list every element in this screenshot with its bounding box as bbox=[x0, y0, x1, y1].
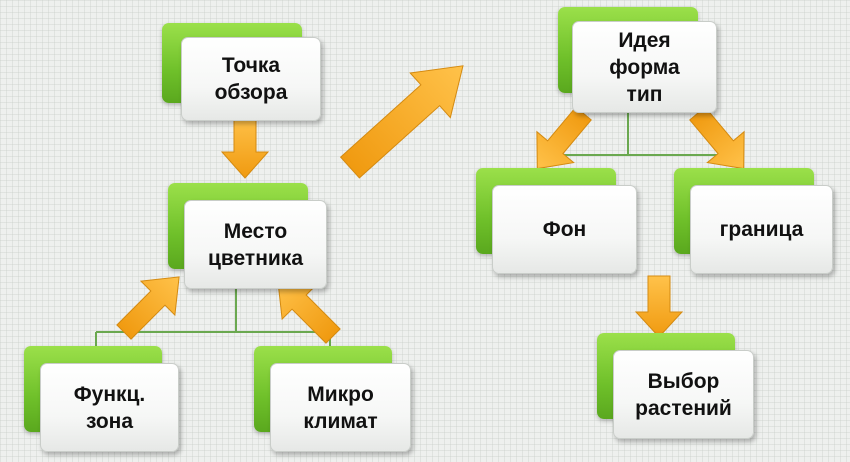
node-card: Место цветника bbox=[184, 200, 327, 289]
node-card: граница bbox=[690, 185, 833, 274]
node-card: Выбор растений bbox=[613, 350, 754, 439]
node-flowerbed-place: Место цветника bbox=[168, 183, 328, 289]
connector-left-tree bbox=[95, 288, 331, 346]
node-label: Идея форма тип bbox=[609, 28, 680, 106]
node-card: Микро климат bbox=[270, 363, 411, 452]
node-label: граница bbox=[719, 218, 804, 241]
node-label: Фон bbox=[542, 218, 587, 241]
arrow-down-plant-choice bbox=[634, 275, 684, 338]
node-label: Функц. зона bbox=[73, 382, 146, 433]
node-border: граница bbox=[674, 168, 834, 274]
node-background: Фон bbox=[476, 168, 638, 274]
connector-right-tree bbox=[550, 110, 738, 156]
node-label: Точка обзора bbox=[214, 54, 288, 104]
node-functional-zone: Функц. зона bbox=[24, 346, 180, 452]
arrow-up-functional-zone bbox=[116, 276, 180, 340]
node-idea: Идея форма тип bbox=[558, 7, 718, 113]
node-label: Микро климат bbox=[303, 382, 378, 433]
arrow-big-diagonal bbox=[339, 65, 464, 179]
node-viewpoint: Точка обзора bbox=[162, 23, 322, 121]
node-card: Функц. зона bbox=[40, 363, 179, 452]
arrow-down-right-border bbox=[689, 106, 745, 170]
node-card: Фон bbox=[492, 185, 637, 274]
node-card: Идея форма тип bbox=[572, 21, 717, 113]
node-plant-choice: Выбор растений bbox=[597, 333, 755, 439]
node-label: Выбор растений bbox=[635, 369, 732, 420]
node-card: Точка обзора bbox=[181, 37, 321, 121]
node-label: Место цветника bbox=[207, 219, 303, 270]
arrow-down-left-background bbox=[536, 106, 592, 170]
node-microclimate: Микро климат bbox=[254, 346, 412, 452]
arrow-down-viewpoint bbox=[220, 115, 270, 179]
